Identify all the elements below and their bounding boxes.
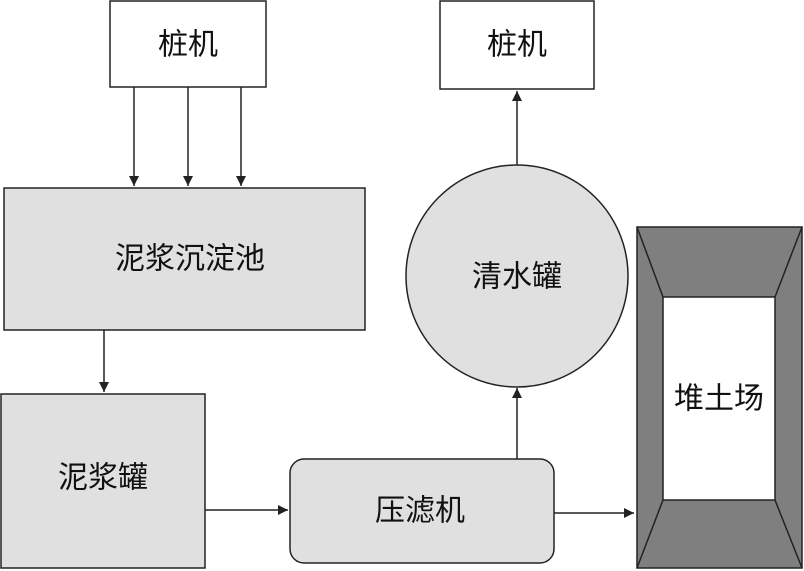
pile-machine-top-left-node: 桩机 <box>109 0 267 88</box>
soil-yard-corner-line-bl <box>636 499 664 569</box>
pile-machine-top-right-label: 桩机 <box>487 28 547 63</box>
slurry-settling-tank-node: 泥浆沉淀池 <box>3 187 366 331</box>
pile-machine-top-right-box <box>439 0 595 90</box>
filter-press-node: 压滤机 <box>289 458 555 564</box>
soil-yard-label: 堆土场 <box>674 382 764 417</box>
soil-yard-corner-line-tl <box>636 226 664 298</box>
pile-machine-top-left-label: 桩机 <box>158 28 218 63</box>
slurry-tank-box <box>0 393 206 569</box>
filter-press-label: 压滤机 <box>375 494 465 529</box>
slurry-tank-node: 泥浆罐 <box>0 393 206 569</box>
soil-yard-corner-line-tr <box>774 226 803 298</box>
pile-machine-top-left-box <box>109 0 267 88</box>
clear-water-tank-label: 清水罐 <box>472 260 562 295</box>
filter-press-box <box>289 458 555 564</box>
soil-yard-node: 堆土场 <box>636 226 803 569</box>
slurry-tank-label: 泥浆罐 <box>58 461 148 496</box>
soil-yard-corner-line-br <box>774 499 803 569</box>
pile-machine-top-right-node: 桩机 <box>439 0 595 90</box>
slurry-settling-tank-label: 泥浆沉淀池 <box>115 242 265 277</box>
soil-yard-inner-box <box>662 296 776 501</box>
clear-water-tank-node: 清水罐 <box>405 164 629 388</box>
slurry-settling-tank-box <box>3 187 366 331</box>
